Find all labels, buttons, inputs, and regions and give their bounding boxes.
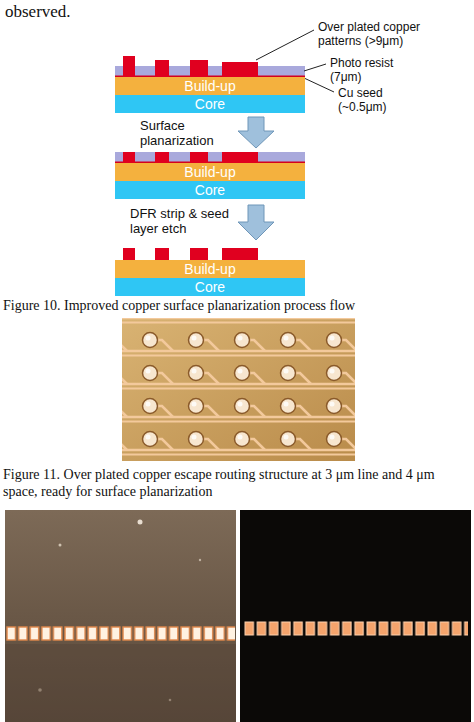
cross-section-photo xyxy=(5,510,236,722)
speck xyxy=(138,520,143,525)
figure-caption: Figure 10. Improved copper surface plana… xyxy=(3,298,471,314)
copper-lines xyxy=(244,620,468,638)
routing-photo xyxy=(122,318,355,461)
layer-label: Build-up xyxy=(184,164,235,180)
leader-line xyxy=(256,30,314,60)
copper-pattern xyxy=(190,60,208,77)
stack-one xyxy=(115,56,305,77)
layer-band: Core xyxy=(115,278,305,296)
process-arrow xyxy=(238,117,274,148)
callout-label: Over plated copper patterns (>9μm) xyxy=(318,20,458,48)
copper-pattern xyxy=(190,152,208,163)
step-label: Surface planarization xyxy=(140,118,235,148)
step-label: DFR strip & seed layer etch xyxy=(130,206,235,236)
layer-band: Build-up xyxy=(115,163,305,181)
callout-label: Photo resist (7μm) xyxy=(330,56,410,84)
cross-section-photo xyxy=(240,510,471,722)
body-text: observed. xyxy=(5,2,305,22)
process-arrow xyxy=(238,205,274,240)
stack-three xyxy=(123,248,258,260)
layer-label: Core xyxy=(195,96,225,112)
leader-line xyxy=(304,64,326,71)
figure-caption: Figure 11. Over plated copper escape rou… xyxy=(3,466,469,500)
pad-array xyxy=(122,318,355,461)
photo-ground xyxy=(240,510,471,722)
layer-label: Core xyxy=(195,182,225,198)
copper-lines xyxy=(6,626,235,642)
copper-pattern xyxy=(222,62,258,77)
layer-label: Build-up xyxy=(184,78,235,94)
layer-band: Core xyxy=(115,95,305,113)
layer-band: Build-up xyxy=(115,77,305,95)
layer-band: Build-up xyxy=(115,260,305,278)
photo-ground xyxy=(122,318,355,461)
photo-resist xyxy=(115,152,305,163)
copper-pattern xyxy=(123,152,135,163)
callout-label: Cu seed (~0.5μm) xyxy=(338,86,418,114)
stack-two xyxy=(115,152,305,163)
speck xyxy=(59,544,62,547)
layer-band: Core xyxy=(115,181,305,199)
copper-pattern xyxy=(123,248,135,260)
copper-pattern xyxy=(222,152,258,163)
photo-ground xyxy=(5,510,236,722)
copper-pattern xyxy=(222,248,258,260)
layer-label: Core xyxy=(195,279,225,295)
layer-label: Build-up xyxy=(184,261,235,277)
copper-pattern xyxy=(155,60,169,77)
leader-line xyxy=(304,78,334,92)
copper-pattern xyxy=(190,248,208,260)
speck xyxy=(199,559,201,561)
photo-shade xyxy=(5,644,236,722)
photo-resist xyxy=(115,66,305,77)
copper-pattern xyxy=(155,248,169,260)
copper-pattern xyxy=(123,56,135,77)
copper-pattern xyxy=(155,152,169,163)
